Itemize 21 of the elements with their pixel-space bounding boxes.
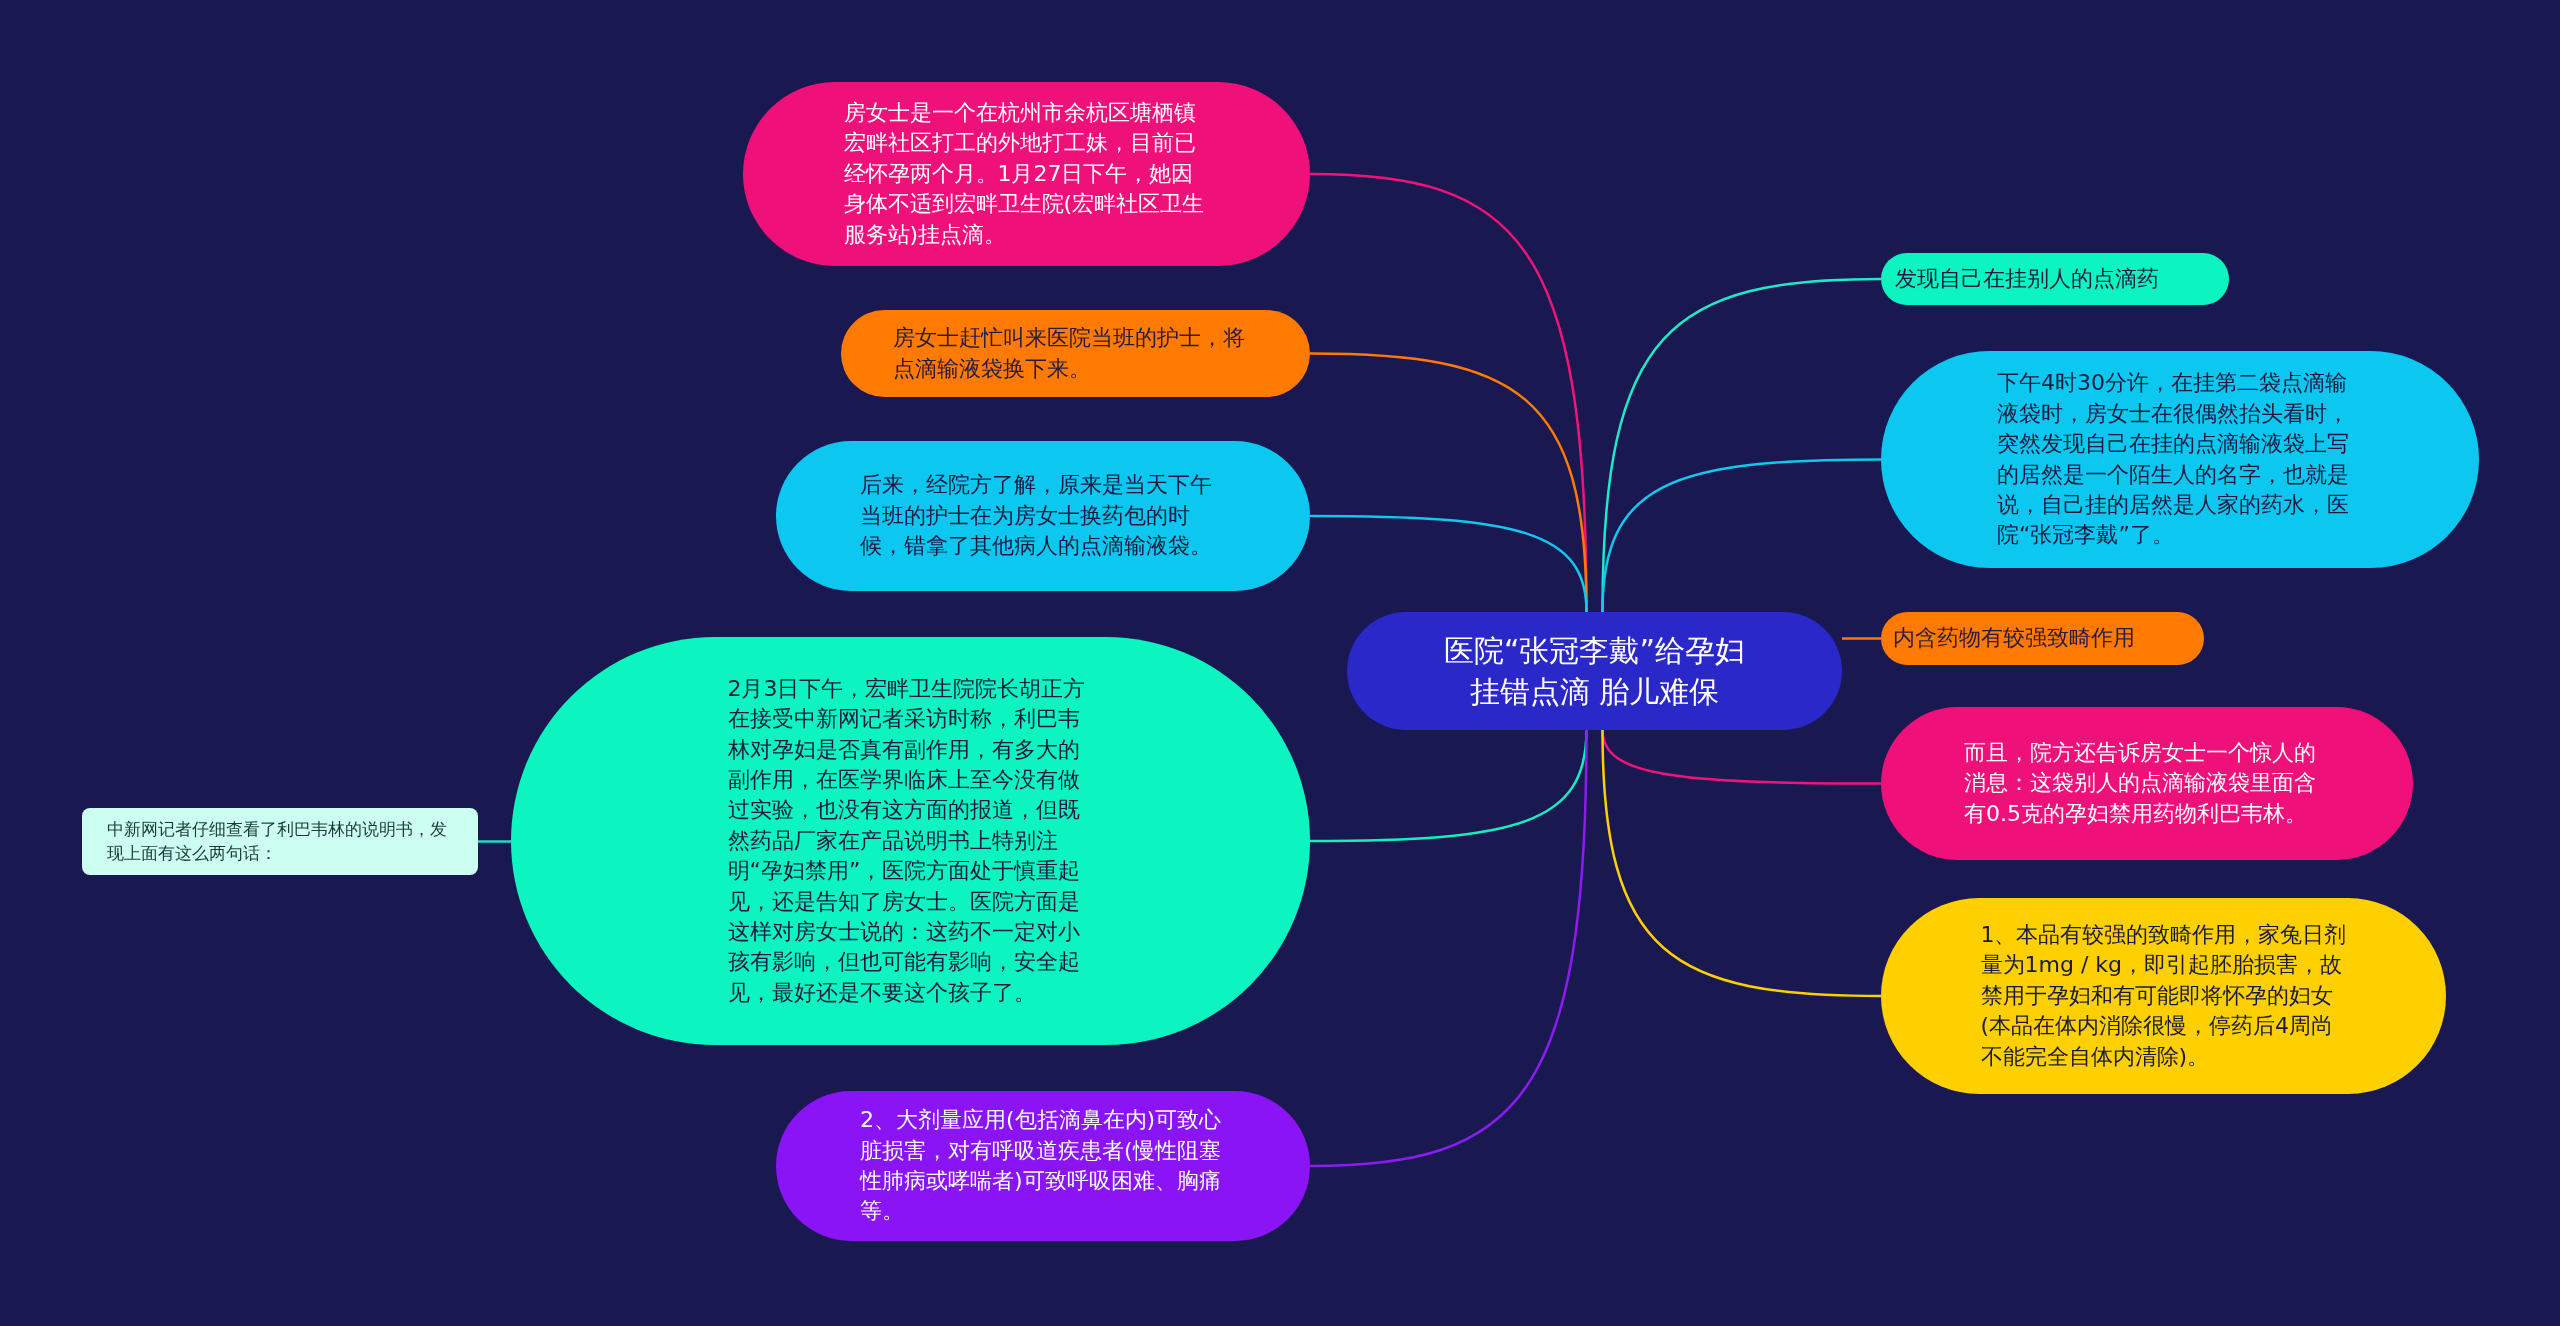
connector-line: [1601, 458, 1881, 613]
topic-text: 房女士是一个在杭州市余杭区塘栖镇宏畔社区打工的外地打工妹，目前已经怀孕两个月。1月27日下午，她因身体不适到宏畔卫生院(宏畔社区卫生服务站)挂点滴。: [843, 99, 1206, 249]
topic-title: 医院“张冠李戴”给孕妇挂错点滴 胎儿难保: [1442, 631, 1747, 711]
connector-line: [478, 840, 511, 843]
note-box: [82, 808, 478, 875]
topic-text: 内含药物有较强致畸作用: [1892, 624, 2136, 653]
connector-line: [1601, 729, 1882, 998]
topic-text: 房女士赶忙叫来医院当班的护士，将点滴输液袋换下来。: [892, 324, 1246, 383]
topic-text: 1、本品有较强的致畸作用，家兔日剂量为1mg / kg，即引起胚胎损害，故禁用于孕妇和有可能即将怀孕的妇女(本品在体内消除很慢，停药后4周尚不能完全自体内清除)。: [1980, 921, 2347, 1071]
connector-line: [1309, 729, 1588, 1168]
topic-text: 而且，院方还告诉房女士一个惊人的消息：这袋别人的点滴输液袋里面含有0.5克的孕妇禁用药物利巴韦林。: [1964, 738, 2317, 828]
topic-text: 后来，经院方了解，原来是当天下午当班的护士在为房女士换药包的时候，错拿了其他病人的点滴输液袋。: [860, 471, 1213, 561]
topic-text: 发现自己在挂别人的点滴药: [1895, 264, 2160, 293]
connector-line: [1842, 637, 1881, 640]
topic-text: 2、大剂量应用(包括滴鼻在内)可致心脏损害，对有呼吸道疾患者(慢性阻塞性肺病或哮喘者)可致呼吸困难、胸痛等。: [860, 1106, 1223, 1226]
topic-bubble: [1881, 253, 2229, 305]
topic-bubble: [1881, 612, 2204, 665]
topic-text: 下午4时30分许，在挂第二袋点滴输液袋时，房女士在很偶然抬头看时，突然发现自己在挂的点滴输液袋上写的居然是一个陌生人的名字，也就是说，自己挂的居然是人家的药水，医院“张冠李戴”了。: [1997, 369, 2350, 550]
topic-text: 2月3日下午，宏畔卫生院院长胡正方在接受中新网记者采访时称，利巴韦林对孕妇是否真有副作用，有多大的副作用，在医学界临床上至今没有做过实验，也没有这方面的报道，但既然药品厂家在产品说明书上特别注明“孕妇禁用”，医院方面处于慎重起见，还是告知了房女士。医院方面是这样对房女士说的：这药不一定对小孩有影响，但也可能有影响，安全起见，最好还是不要这个孩子了。: [727, 675, 1087, 1007]
connector-line: [1310, 514, 1588, 613]
topic-text: 中新网记者仔细查看了利巴韦林的说明书，发现上面有这么两句话：: [107, 818, 448, 865]
